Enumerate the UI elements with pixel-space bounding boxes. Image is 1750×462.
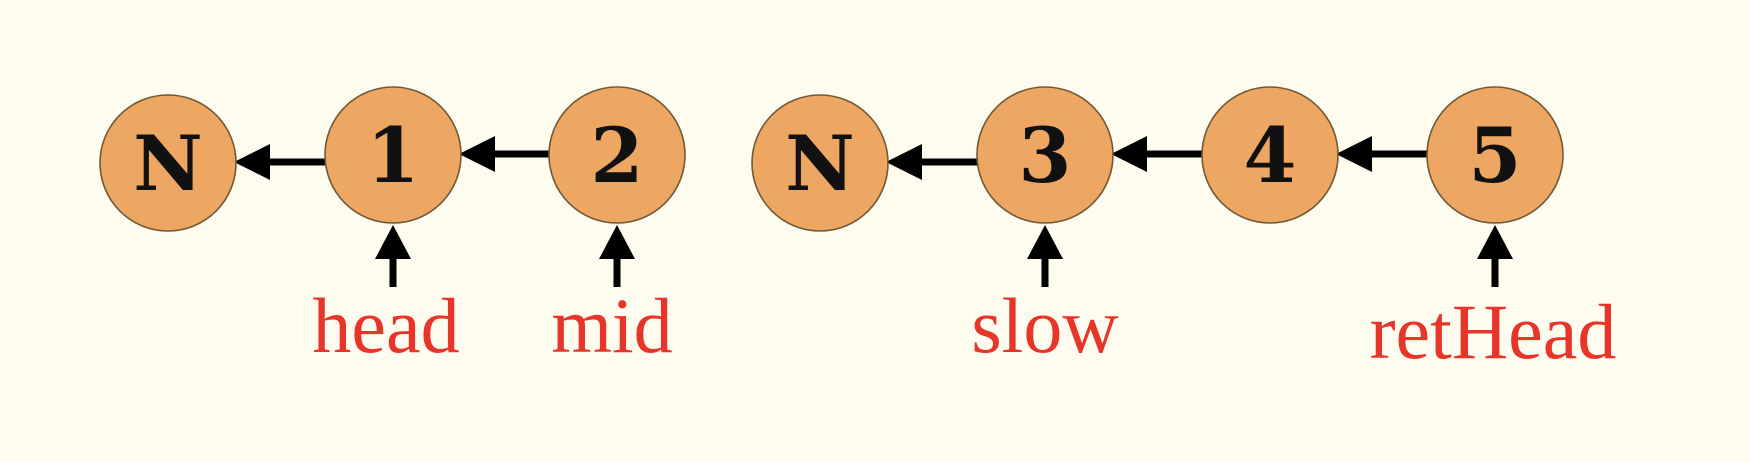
node-circle [751,94,889,232]
pointer-arrow-head [1027,225,1063,259]
link-arrow-head [886,144,922,180]
list-node-null-right: N [751,94,889,232]
pointer-slow: slow [971,225,1119,369]
pointer-label-mid: mid [551,282,672,369]
node-circle [976,86,1114,224]
node-circle [324,86,462,224]
node-label: 4 [1244,111,1297,200]
node-circle [1201,86,1339,224]
pointer-arrow-head [1477,225,1513,259]
list-node-5: 5 [1426,86,1564,224]
pointer-label-retHead: retHead [1370,288,1617,375]
link-arrow-head [1111,136,1147,172]
list-node-2: 2 [548,86,686,224]
links-layer [234,136,1427,180]
link-arrow-head [234,144,270,180]
node-label: 5 [1469,111,1522,200]
link-arrow-head [1336,136,1372,172]
pointers-layer: head mid slow retHead [312,225,1616,375]
node-circle [548,86,686,224]
list-node-3: 3 [976,86,1114,224]
link-arrow-n-5-to-n-4 [1336,136,1427,172]
pointer-mid: mid [551,225,673,369]
link-arrow-n-1-to-n-null-left [234,144,325,180]
link-arrow-n-3-to-n-null-right [886,144,977,180]
node-circle [99,94,237,232]
node-circle [1426,86,1564,224]
pointer-head: head [312,225,460,369]
link-arrow-n-4-to-n-3 [1111,136,1202,172]
pointer-label-slow: slow [971,282,1118,369]
pointer-label-head: head [312,282,459,369]
list-node-1: 1 [324,86,462,224]
link-arrow-n-2-to-n-1 [459,136,549,172]
link-arrow-head [459,136,495,172]
node-label: N [785,119,854,208]
node-label: 3 [1019,111,1072,200]
pointer-arrow-head [599,225,635,259]
list-node-null-left: N [99,94,237,232]
list-node-4: 4 [1201,86,1339,224]
node-label: 2 [591,111,644,200]
pointer-arrow-head [375,225,411,259]
nodes-layer: N 1 2 N 3 4 5 [99,86,1564,232]
node-label: 1 [367,111,420,200]
node-label: N [133,119,202,208]
pointer-retHead: retHead [1370,225,1617,375]
